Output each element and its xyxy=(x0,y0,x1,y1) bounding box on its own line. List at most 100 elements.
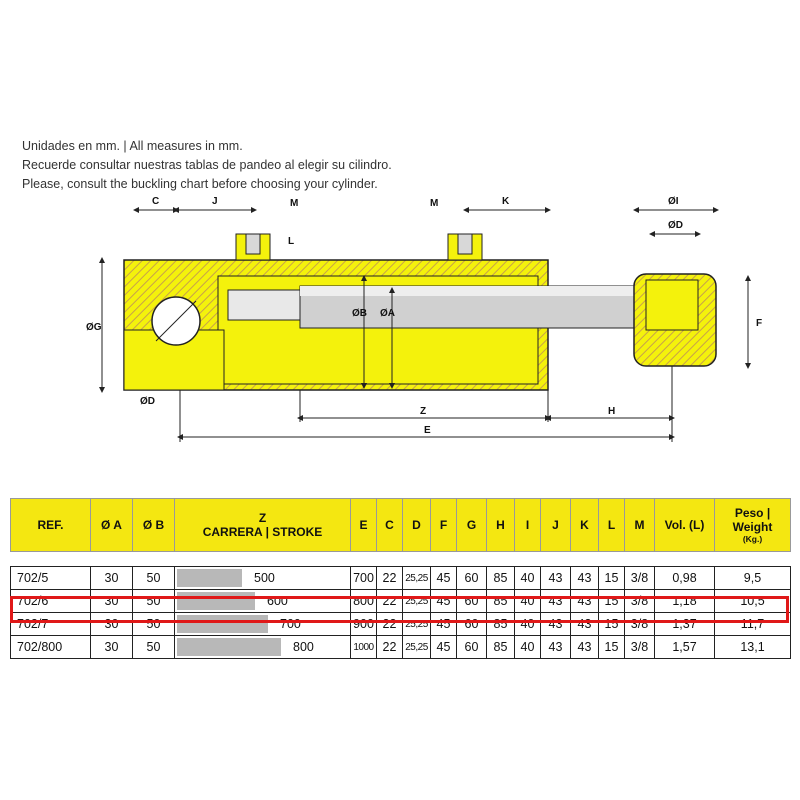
dim-label-c: C xyxy=(152,196,159,207)
notes: Unidades en mm. | All measures in mm. Re… xyxy=(22,137,392,194)
header-h: H xyxy=(486,498,515,552)
header-b: Ø B xyxy=(132,498,175,552)
cell-c: 22 xyxy=(376,612,403,636)
cell-stroke: 800 xyxy=(174,635,351,659)
stroke-value: 500 xyxy=(254,571,275,585)
stroke-value: 800 xyxy=(293,640,314,654)
cell-b: 50 xyxy=(132,589,175,613)
end-pin-hole xyxy=(151,296,201,346)
dim-label-d-eye: ØD xyxy=(668,220,683,231)
cell-stroke: 600 xyxy=(174,589,351,613)
stroke-bar xyxy=(177,569,242,587)
header-d: D xyxy=(402,498,431,552)
header-z-bottom: CARRERA | STROKE xyxy=(202,525,323,539)
header-vol: Vol. (L) xyxy=(654,498,715,552)
cell-d: 25,25 xyxy=(402,612,431,636)
cell-f: 45 xyxy=(430,589,457,613)
cell-c: 22 xyxy=(376,566,403,590)
cell-h: 85 xyxy=(486,589,515,613)
cell-k: 43 xyxy=(570,589,599,613)
cell-ref: 702/800 xyxy=(10,635,91,659)
header-weight-bottom: (Kg.) xyxy=(742,534,763,544)
dim-label-b: ØB xyxy=(352,308,367,319)
cell-d: 25,25 xyxy=(402,566,431,590)
header-weight: Peso | Weight(Kg.) xyxy=(714,498,791,552)
oil-port-1 xyxy=(235,233,271,261)
stroke-bar xyxy=(177,638,281,656)
cell-g: 60 xyxy=(456,589,487,613)
cell-vol: 1,57 xyxy=(654,635,715,659)
cell-c: 22 xyxy=(376,635,403,659)
dim-label-l: L xyxy=(288,236,294,247)
header-c: C xyxy=(376,498,403,552)
dim-label-f: F xyxy=(756,318,762,329)
header-weight-top: Peso | Weight xyxy=(732,506,773,534)
cell-i: 40 xyxy=(514,612,541,636)
cell-weight: 9,5 xyxy=(714,566,791,590)
dim-label-k: K xyxy=(502,196,510,207)
piston-rod xyxy=(299,285,641,329)
cell-h: 85 xyxy=(486,635,515,659)
rod-eye xyxy=(633,273,717,367)
header-z-top: Z xyxy=(258,511,267,525)
cell-g: 60 xyxy=(456,635,487,659)
cell-j: 43 xyxy=(540,566,571,590)
cell-j: 43 xyxy=(540,612,571,636)
cell-m: 3/8 xyxy=(624,589,655,613)
cylinder-drawing: C J M M K L ØI ØD ØG ØD ØB ØA Z H E F xyxy=(86,196,762,442)
dim-label-m2: M xyxy=(430,198,438,209)
cell-weight: 13,1 xyxy=(714,635,791,659)
units-note: Unidades en mm. | All measures in mm. xyxy=(22,139,243,153)
cell-f: 45 xyxy=(430,612,457,636)
header-m: M xyxy=(624,498,655,552)
header-k: K xyxy=(570,498,599,552)
cell-ref: 702/7 xyxy=(10,612,91,636)
cell-e: 900 xyxy=(350,612,377,636)
cell-l: 15 xyxy=(598,589,625,613)
cell-l: 15 xyxy=(598,566,625,590)
buckling-note-en: Please, consult the buckling chart befor… xyxy=(22,177,378,191)
cell-weight: 10,5 xyxy=(714,589,791,613)
cell-e: 800 xyxy=(350,589,377,613)
cell-h: 85 xyxy=(486,612,515,636)
cell-vol: 1,37 xyxy=(654,612,715,636)
stroke-bar xyxy=(177,592,255,610)
cell-e: 1000 xyxy=(350,635,377,659)
cell-b: 50 xyxy=(132,566,175,590)
cell-j: 43 xyxy=(540,589,571,613)
cell-g: 60 xyxy=(456,566,487,590)
cell-weight: 11,7 xyxy=(714,612,791,636)
cell-b: 50 xyxy=(132,612,175,636)
cell-k: 43 xyxy=(570,566,599,590)
cell-stroke: 700 xyxy=(174,612,351,636)
dim-label-m1: M xyxy=(290,198,298,209)
header-g: G xyxy=(456,498,487,552)
cell-d: 25,25 xyxy=(402,635,431,659)
dim-label-i: ØI xyxy=(668,196,679,207)
cell-i: 40 xyxy=(514,589,541,613)
header-ref: REF. xyxy=(10,498,91,552)
dim-label-a: ØA xyxy=(380,308,395,319)
cell-m: 3/8 xyxy=(624,635,655,659)
cell-f: 45 xyxy=(430,635,457,659)
cell-h: 85 xyxy=(486,566,515,590)
cell-i: 40 xyxy=(514,566,541,590)
dimension-lines xyxy=(99,207,751,442)
cell-ref: 702/6 xyxy=(10,589,91,613)
cell-m: 3/8 xyxy=(624,612,655,636)
dim-label-e: E xyxy=(424,425,431,436)
dim-label-d-pin: ØD xyxy=(140,396,155,407)
cell-l: 15 xyxy=(598,635,625,659)
cell-stroke: 500 xyxy=(174,566,351,590)
cell-m: 3/8 xyxy=(624,566,655,590)
cell-a: 30 xyxy=(90,612,133,636)
header-f: F xyxy=(430,498,457,552)
cell-ref: 702/5 xyxy=(10,566,91,590)
cell-vol: 1,18 xyxy=(654,589,715,613)
cell-k: 43 xyxy=(570,612,599,636)
cell-a: 30 xyxy=(90,635,133,659)
cell-a: 30 xyxy=(90,589,133,613)
